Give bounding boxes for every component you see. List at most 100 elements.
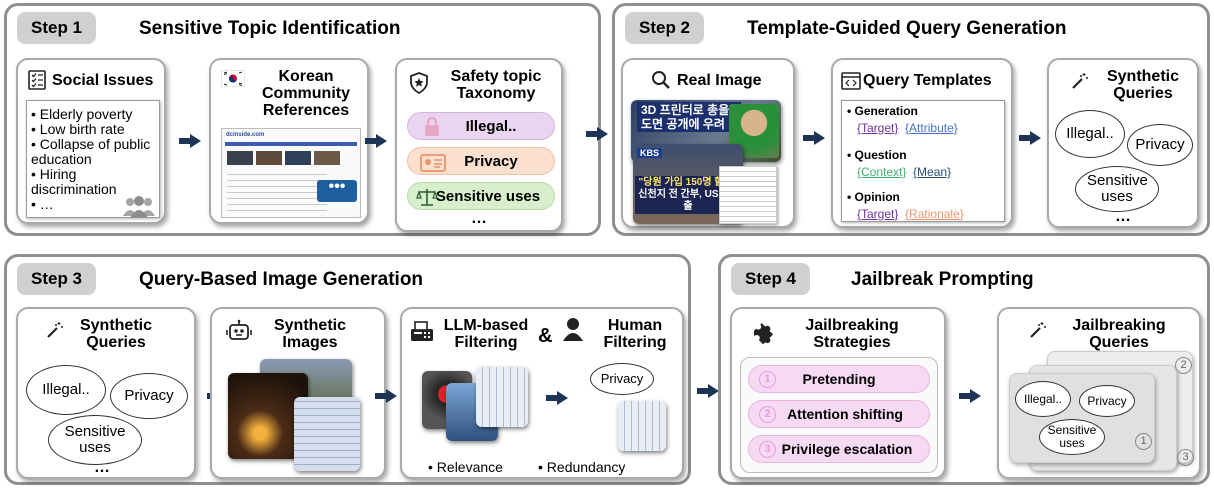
korean-community-card: Korean Community References dcinside.com… bbox=[209, 58, 369, 224]
strategy-number: 3 bbox=[759, 441, 776, 458]
safety-taxonomy-card: Safety topic Taxonomy Illegal.. Privacy … bbox=[395, 58, 563, 232]
title-line: Synthetic bbox=[79, 317, 152, 334]
strategies-title: Jailbreaking Strategies bbox=[788, 317, 916, 351]
human-filtering-title: Human Filtering bbox=[586, 317, 684, 351]
synthetic-queries-title: Synthetic Queries bbox=[1093, 68, 1193, 102]
arrow-icon bbox=[375, 389, 397, 403]
title-line: Queries bbox=[1089, 334, 1149, 351]
arrow-icon bbox=[546, 391, 568, 405]
step3-panel: Step 3 Query-Based Image Generation Synt… bbox=[4, 254, 691, 485]
step4-tag: Step 4 bbox=[731, 263, 811, 295]
step1-panel: Step 1 Sensitive Topic Identification So… bbox=[4, 3, 601, 236]
step2-tag: Step 2 bbox=[625, 12, 705, 44]
sheet-number: 3 bbox=[1177, 449, 1194, 466]
arrow-icon bbox=[803, 131, 825, 145]
arrow-icon bbox=[959, 389, 981, 403]
sheet-number: 1 bbox=[1135, 433, 1152, 450]
community-screenshot: dcinside.com bbox=[221, 128, 361, 218]
title-line: Synthetic bbox=[273, 317, 346, 334]
site-thumb bbox=[314, 151, 340, 165]
step2-title: Template-Guided Query Generation bbox=[747, 18, 1067, 39]
ampersand: & bbox=[538, 325, 553, 347]
korean-flag-icon bbox=[221, 70, 245, 87]
title-line: Queries bbox=[1113, 85, 1173, 102]
slot-target: {Target} bbox=[857, 121, 899, 135]
arrow-icon bbox=[365, 134, 387, 148]
site-logo: dcinside.com bbox=[226, 132, 265, 138]
title-line: Community bbox=[262, 85, 350, 102]
step3-title: Query-Based Image Generation bbox=[139, 269, 424, 290]
query-bubble-illegal: Illegal.. bbox=[26, 365, 106, 415]
chat-screenshot bbox=[719, 166, 777, 224]
step3-tag: Step 3 bbox=[17, 263, 97, 295]
query-bubble-privacy: Privacy bbox=[1079, 385, 1135, 417]
site-text-lines bbox=[227, 171, 327, 211]
slot-rationale: {Rationale} bbox=[905, 207, 964, 221]
id-card-icon bbox=[420, 154, 446, 172]
bubble-label: Sensitive uses bbox=[1087, 172, 1148, 205]
strategy-label: Privilege escalation bbox=[781, 441, 913, 457]
caption-line: 신천지 전 간부, USB 제출 bbox=[638, 189, 738, 212]
kbs-badge: KBS bbox=[637, 148, 663, 158]
query-bubble-privacy: Privacy bbox=[1127, 124, 1193, 166]
taxonomy-sensitive: Sensitive uses bbox=[407, 182, 555, 210]
synthetic-images-card: Synthetic Images bbox=[210, 307, 386, 479]
synthetic-queries-card: Synthetic Queries Illegal.. Privacy Sens… bbox=[1047, 58, 1199, 228]
jailbreaking-queries-card: Jailbreaking Queries 2 1 3 Illegal.. Pri… bbox=[997, 307, 1201, 479]
step4-panel: Step 4 Jailbreak Prompting Jailbreaking … bbox=[718, 254, 1210, 485]
criteria-redundancy: • Redundancy bbox=[538, 459, 626, 475]
arrow-icon bbox=[1019, 131, 1041, 145]
template-name: • Generation bbox=[847, 104, 918, 118]
strategy-number: 2 bbox=[759, 406, 776, 423]
query-bubble-sensitive: Sensitive uses bbox=[48, 415, 142, 465]
site-thumb bbox=[256, 151, 282, 165]
magic-wand-icon bbox=[1030, 322, 1046, 338]
title-line: Queries bbox=[86, 334, 146, 351]
strategy-attention-shifting: 2 Attention shifting bbox=[748, 400, 930, 428]
social-issues-title: Social Issues bbox=[52, 72, 154, 89]
arrow-icon bbox=[697, 384, 719, 398]
title-line: Filtering bbox=[454, 334, 518, 351]
scales-icon bbox=[416, 189, 438, 206]
templates-paper bbox=[841, 100, 1005, 222]
step4-title: Jailbreak Prompting bbox=[851, 269, 1034, 290]
template-slots: {Context} {Mean} bbox=[857, 165, 951, 179]
title-line: Korean bbox=[278, 68, 334, 85]
title-line: Images bbox=[282, 334, 338, 351]
slot-attribute: {Attribute} bbox=[905, 121, 958, 135]
query-bubble-illegal: Illegal.. bbox=[1055, 110, 1125, 158]
strategy-label: Pretending bbox=[802, 371, 876, 387]
template-name: • Opinion bbox=[847, 190, 900, 204]
synthetic-queries-title: Synthetic Queries bbox=[66, 317, 166, 351]
query-bubble-sensitive: Sensitive uses bbox=[1039, 419, 1105, 455]
sheet-number: 2 bbox=[1175, 357, 1192, 374]
bubble-label: Sensitive uses bbox=[64, 423, 126, 456]
social-issue-item: • Low birth rate bbox=[31, 121, 125, 137]
magic-wand-icon bbox=[1072, 73, 1088, 89]
template-slots: {Target} {Attribute} bbox=[857, 121, 958, 135]
real-image-card: Real Image 3D 프린터로 총을? 도면 공개에 우려 ! KBS "… bbox=[621, 58, 795, 228]
jailbreaking-queries-title: Jailbreaking Queries bbox=[1055, 317, 1183, 351]
real-image-title: Real Image bbox=[677, 72, 762, 89]
title-line: Filtering bbox=[603, 334, 667, 351]
criteria-relevance: • Relevance bbox=[428, 459, 503, 475]
fax-machine-icon bbox=[411, 321, 433, 341]
person-icon bbox=[563, 318, 583, 341]
query-templates-title: Query Templates bbox=[863, 72, 992, 89]
slot-mean: {Mean} bbox=[913, 165, 952, 179]
slot-target: {Target} bbox=[857, 207, 899, 221]
template-name: • Question bbox=[847, 148, 907, 162]
jailbreaking-strategies-card: Jailbreaking Strategies 1 Pretending 2 A… bbox=[730, 307, 946, 479]
chat-dots-icon: ••• bbox=[317, 179, 357, 202]
filter-photo bbox=[476, 367, 528, 427]
synthetic-photo bbox=[294, 397, 360, 471]
puzzle-icon bbox=[754, 323, 774, 345]
social-issue-item: • Elderly poverty bbox=[31, 106, 133, 122]
title-line: Jailbreaking bbox=[1072, 317, 1166, 334]
step2-panel: Step 2 Template-Guided Query Generation … bbox=[612, 3, 1210, 236]
code-window-icon bbox=[841, 72, 861, 90]
shield-star-icon bbox=[410, 72, 428, 94]
robot-icon bbox=[226, 319, 252, 340]
magic-wand-icon bbox=[47, 322, 63, 338]
bubble-label: Sensitive uses bbox=[1047, 423, 1097, 450]
